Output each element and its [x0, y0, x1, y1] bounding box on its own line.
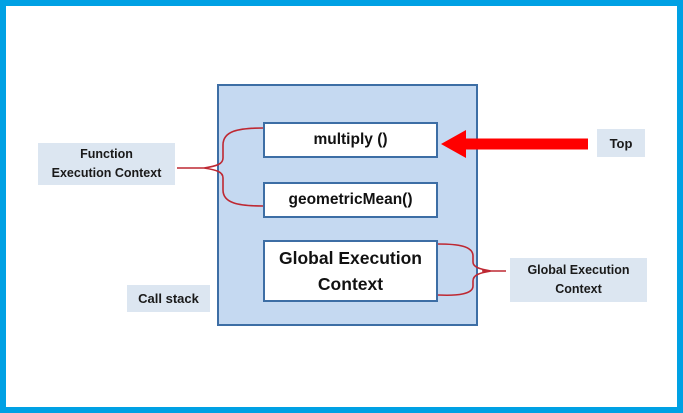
stack-frame-label: Global Execution Context: [279, 248, 422, 294]
stack-frame-global-execution-context: Global Execution Context: [263, 240, 438, 302]
stack-frame-label: multiply (): [313, 131, 388, 148]
label-line: Execution Context: [51, 166, 162, 180]
label-line: Global Execution: [527, 263, 630, 277]
stack-frame-label: geometricMean(): [288, 191, 413, 208]
call-stack-label: Call stack: [127, 285, 210, 312]
stack-frame-geometric-mean: geometricMean(): [263, 182, 438, 218]
stack-frame-multiply: multiply (): [263, 122, 438, 158]
label-line: Call stack: [138, 291, 199, 306]
label-line: Function: [80, 147, 133, 161]
function-execution-context-label: Function Execution Context: [38, 143, 175, 185]
label-line: Context: [555, 282, 602, 296]
label-line: Top: [609, 135, 633, 151]
global-execution-context-label: Global Execution Context: [510, 258, 647, 302]
top-label: Top: [597, 129, 645, 157]
